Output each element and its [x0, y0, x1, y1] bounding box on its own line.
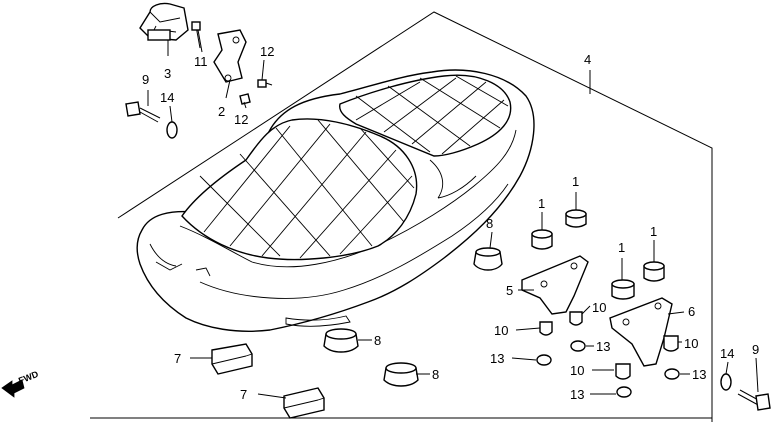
front-cushion-panel: [181, 118, 418, 261]
washer-14-right: [720, 373, 732, 391]
callout-1-a: 1: [572, 174, 579, 189]
callout-1-b: 1: [538, 196, 545, 211]
forward-label: FWD: [17, 369, 40, 386]
nut-13-b: [570, 340, 586, 352]
bolt-9-left: [125, 101, 161, 123]
callout-2: 2: [218, 104, 225, 119]
nut-13-d: [616, 386, 632, 398]
collar-10-c: [663, 335, 679, 352]
seat-underside-hook: [149, 243, 211, 277]
callout-13-d: 13: [570, 387, 584, 402]
seat-bracket-2: [213, 29, 247, 83]
callout-1-c: 1: [618, 240, 625, 255]
guide-7-a: [211, 343, 253, 375]
front-cushion-quilting: [199, 119, 415, 259]
seat-side-seam: [199, 183, 509, 299]
callout-1-d: 1: [650, 224, 657, 239]
seat-stay-bracket-6: [609, 297, 673, 367]
callout-10-d: 10: [570, 363, 584, 378]
seat-lower-trim: [285, 315, 351, 327]
callout-8-lower: 8: [432, 367, 439, 382]
callout-13-a: 13: [490, 351, 504, 366]
callout-8-mid: 8: [374, 333, 381, 348]
screw-12-a: [257, 79, 273, 88]
callout-9-right: 9: [752, 342, 759, 357]
damper-rubber-8-mid: [323, 328, 359, 353]
callout-9-left: 9: [142, 72, 149, 87]
leader-lines: [147, 29, 759, 399]
damper-rubber-8-upper: [473, 247, 503, 271]
callout-14-left: 14: [160, 90, 174, 105]
callout-13-c: 13: [692, 367, 706, 382]
callout-10-a: 10: [592, 300, 606, 315]
callout-4: 4: [584, 52, 591, 67]
callout-11: 11: [194, 54, 208, 69]
guide-7-b: [283, 387, 325, 419]
cushion-1-b: [565, 209, 587, 228]
assembly-frame: [117, 11, 713, 422]
damper-rubber-8-lower: [383, 362, 419, 387]
collar-10-b: [539, 321, 553, 336]
bolt-11: [191, 21, 201, 49]
callout-12-upper: 12: [260, 44, 274, 59]
bolt-9-right: [737, 389, 771, 411]
hinge-bracket: [139, 2, 189, 41]
nut-13-c: [664, 368, 680, 380]
callout-14-right: 14: [720, 346, 734, 361]
seat-stay-bracket-5: [521, 255, 589, 315]
callout-5: 5: [506, 283, 513, 298]
callout-10-b: 10: [494, 323, 508, 338]
nut-13-a: [536, 354, 552, 366]
callout-8-upper: 8: [486, 216, 493, 231]
callout-6: 6: [688, 304, 695, 319]
forward-arrow-icon: [1, 379, 25, 398]
collar-10-d: [615, 363, 631, 380]
seat-step-seam: [429, 159, 477, 199]
cushion-1-a: [531, 229, 553, 250]
callout-7-upper: 7: [174, 351, 181, 366]
screw-12-b: [239, 93, 251, 105]
callout-10-c: 10: [684, 336, 698, 351]
cushion-1-c: [611, 279, 635, 300]
seat-assembly: [136, 69, 535, 332]
forward-arrow: FWD: [1, 369, 40, 398]
callout-13-b: 13: [596, 339, 610, 354]
callout-7-lower: 7: [240, 387, 247, 402]
collar-10-a: [569, 311, 583, 326]
rear-cushion-panel: [339, 74, 512, 157]
washer-14-left: [166, 121, 178, 139]
rear-cushion-quilting: [355, 75, 509, 155]
callout-12-lower: 12: [234, 112, 248, 127]
cushion-1-d: [643, 261, 665, 282]
callout-3: 3: [164, 66, 171, 81]
